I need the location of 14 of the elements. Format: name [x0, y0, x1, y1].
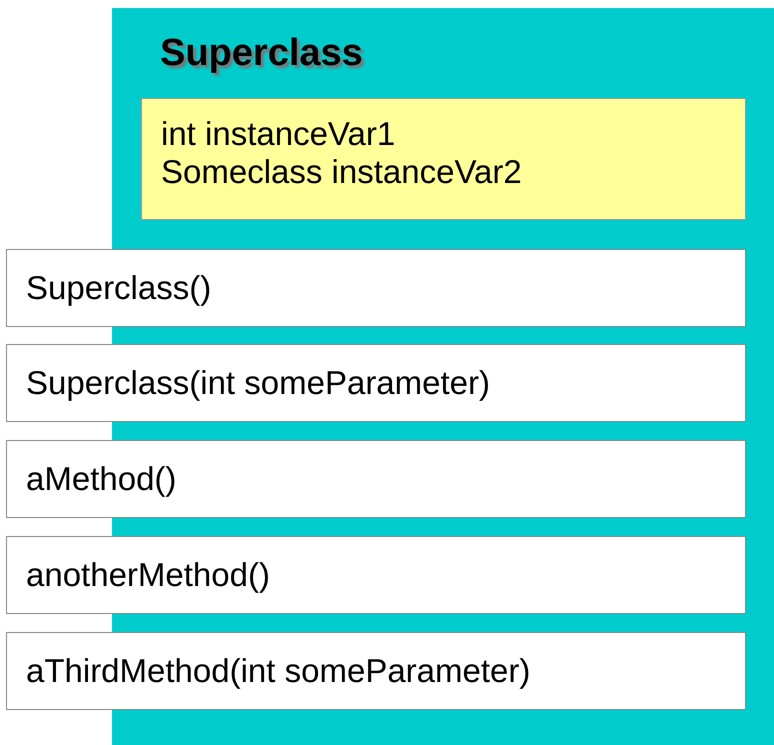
- class-name: Superclass: [160, 32, 363, 75]
- method-text: anotherMethod(): [26, 556, 270, 594]
- method-box: [6, 440, 746, 518]
- attribute-text: int instanceVar1: [161, 115, 396, 153]
- method-box: [6, 632, 746, 710]
- method-text: aMethod(): [26, 460, 176, 498]
- method-box: [6, 249, 746, 327]
- method-text: aThirdMethod(int someParameter): [26, 652, 530, 690]
- method-box: [6, 536, 746, 614]
- method-text: Superclass(int someParameter): [26, 364, 490, 402]
- attribute-text: Someclass instanceVar2: [161, 153, 522, 191]
- method-box: [6, 344, 746, 422]
- attribute-box: [141, 98, 746, 220]
- method-text: Superclass(): [26, 269, 212, 307]
